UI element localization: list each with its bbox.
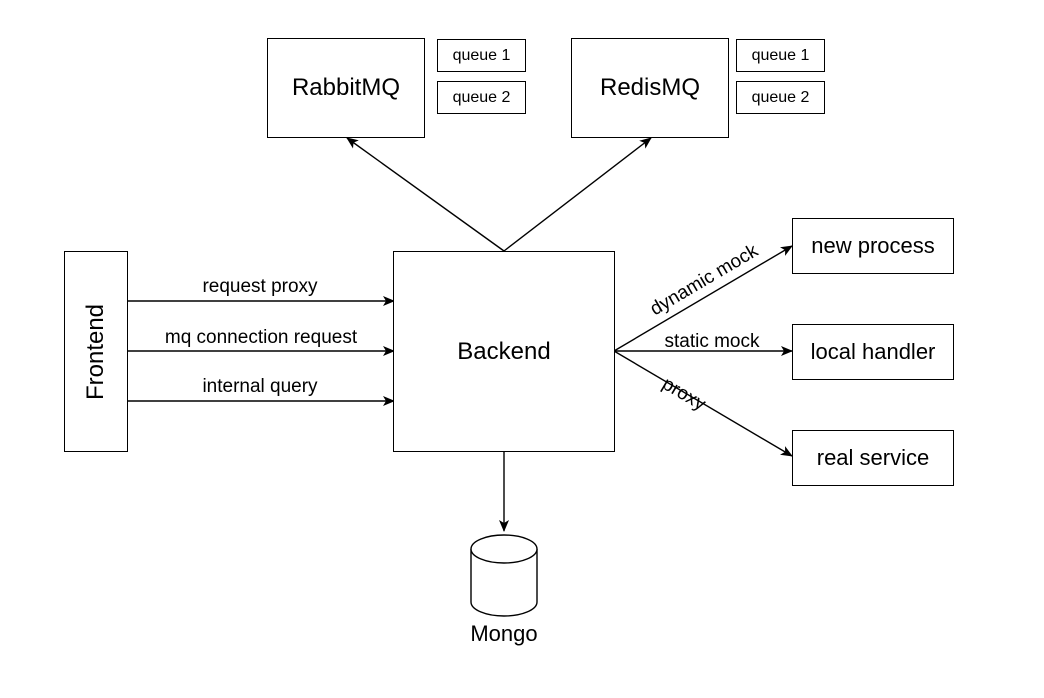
- rabbitmq-queue-2-label: queue 2: [452, 88, 511, 106]
- rabbitmq-label: RabbitMQ: [291, 74, 401, 101]
- local-handler-node: local handler: [792, 324, 954, 380]
- backend-node: Backend: [393, 251, 615, 452]
- frontend-node: Frontend: [64, 251, 128, 452]
- rabbitmq-queue-1-label: queue 1: [452, 46, 511, 64]
- redismq-node: RedisMQ: [571, 38, 729, 138]
- local-handler-label: local handler: [810, 339, 936, 364]
- frontend-label: Frontend: [82, 303, 109, 400]
- redismq-queue-2: queue 2: [736, 81, 825, 114]
- label-dynamic-mock: dynamic mock: [647, 240, 763, 320]
- label-internal-query: internal query: [202, 376, 318, 397]
- rabbitmq-queue-2: queue 2: [437, 81, 526, 114]
- real-service-label: real service: [816, 445, 930, 470]
- edge-backend-rabbitmq: [346, 137, 505, 252]
- redismq-queue-2-label: queue 2: [751, 88, 810, 106]
- label-static-mock: static mock: [664, 331, 760, 352]
- redismq-queue-1: queue 1: [736, 39, 825, 72]
- label-mq-connection-request: mq connection request: [165, 327, 358, 348]
- redismq-queue-1-label: queue 1: [751, 46, 810, 64]
- real-service-node: real service: [792, 430, 954, 486]
- label-proxy: proxy: [658, 373, 709, 415]
- edge-backend-redismq: [503, 137, 652, 252]
- edge-proxy: [613, 350, 793, 457]
- new-process-label: new process: [811, 233, 935, 258]
- redismq-label: RedisMQ: [599, 74, 701, 101]
- mongo-database-icon: [470, 534, 538, 617]
- rabbitmq-queue-1: queue 1: [437, 39, 526, 72]
- new-process-node: new process: [792, 218, 954, 274]
- edge-dynamic-mock: [613, 245, 793, 352]
- rabbitmq-node: RabbitMQ: [267, 38, 425, 138]
- label-request-proxy: request proxy: [202, 276, 318, 297]
- backend-label: Backend: [457, 337, 551, 365]
- mongo-label: Mongo: [470, 621, 538, 646]
